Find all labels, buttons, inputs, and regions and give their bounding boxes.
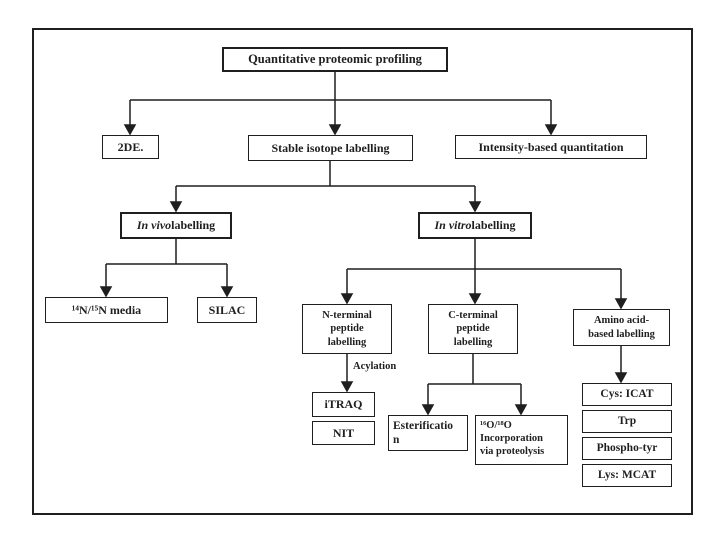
- connector-cterm-children: [421, 354, 528, 416]
- node-phospho-tyr: Phospho-tyr: [582, 437, 672, 460]
- node-quantitative-proteomic-profiling: Quantitative proteomic profiling: [222, 47, 448, 72]
- node-intensity-based-quantitation: Intensity-based quantitation: [455, 135, 647, 159]
- node-trp: Trp: [582, 410, 672, 433]
- node-c-terminal-peptide-labelling: C-terminal peptide labelling: [428, 304, 518, 354]
- node-in-vivo-rest-text: labelling: [171, 218, 216, 232]
- connector-stable-children: [169, 161, 482, 213]
- edge-label-acylation: Acylation: [353, 361, 397, 372]
- node-itraq: iTRAQ: [312, 392, 375, 417]
- node-14n-15n-media: ¹⁴N/¹⁵N media: [45, 297, 168, 323]
- connector-amino-children: [614, 346, 628, 384]
- node-n-terminal-peptide-labelling: N-terminal peptide labelling: [302, 304, 392, 354]
- node-16o-18o-incorporation: ¹⁶O/¹⁸O Incorporation via proteolysis: [475, 415, 568, 465]
- node-lys-mcat: Lys: MCAT: [582, 464, 672, 487]
- node-nit: NIT: [312, 421, 375, 445]
- node-stable-isotope-labelling: Stable isotope labelling: [248, 135, 413, 161]
- node-in-vitro-labelling: In vitro labelling: [418, 212, 532, 239]
- connector-root-children: [123, 72, 558, 136]
- node-esterification: Esterificatio n: [388, 415, 468, 451]
- node-in-vitro-rest-text: labelling: [471, 218, 516, 232]
- node-amino-acid-based-labelling: Amino acid- based labelling: [573, 309, 670, 346]
- node-in-vitro-italic-text: In vitro: [434, 218, 472, 232]
- connector-acylation: [340, 354, 354, 393]
- node-cys-icat: Cys: ICAT: [582, 383, 672, 406]
- connector-invivo-children: [99, 239, 234, 298]
- connector-invitro-children: [340, 239, 628, 310]
- node-in-vivo-italic-text: In vivo: [136, 218, 172, 232]
- node-in-vivo-labelling: In vivo labelling: [120, 212, 232, 239]
- node-silac: SILAC: [197, 297, 257, 323]
- node-2de: 2DE.: [102, 135, 159, 159]
